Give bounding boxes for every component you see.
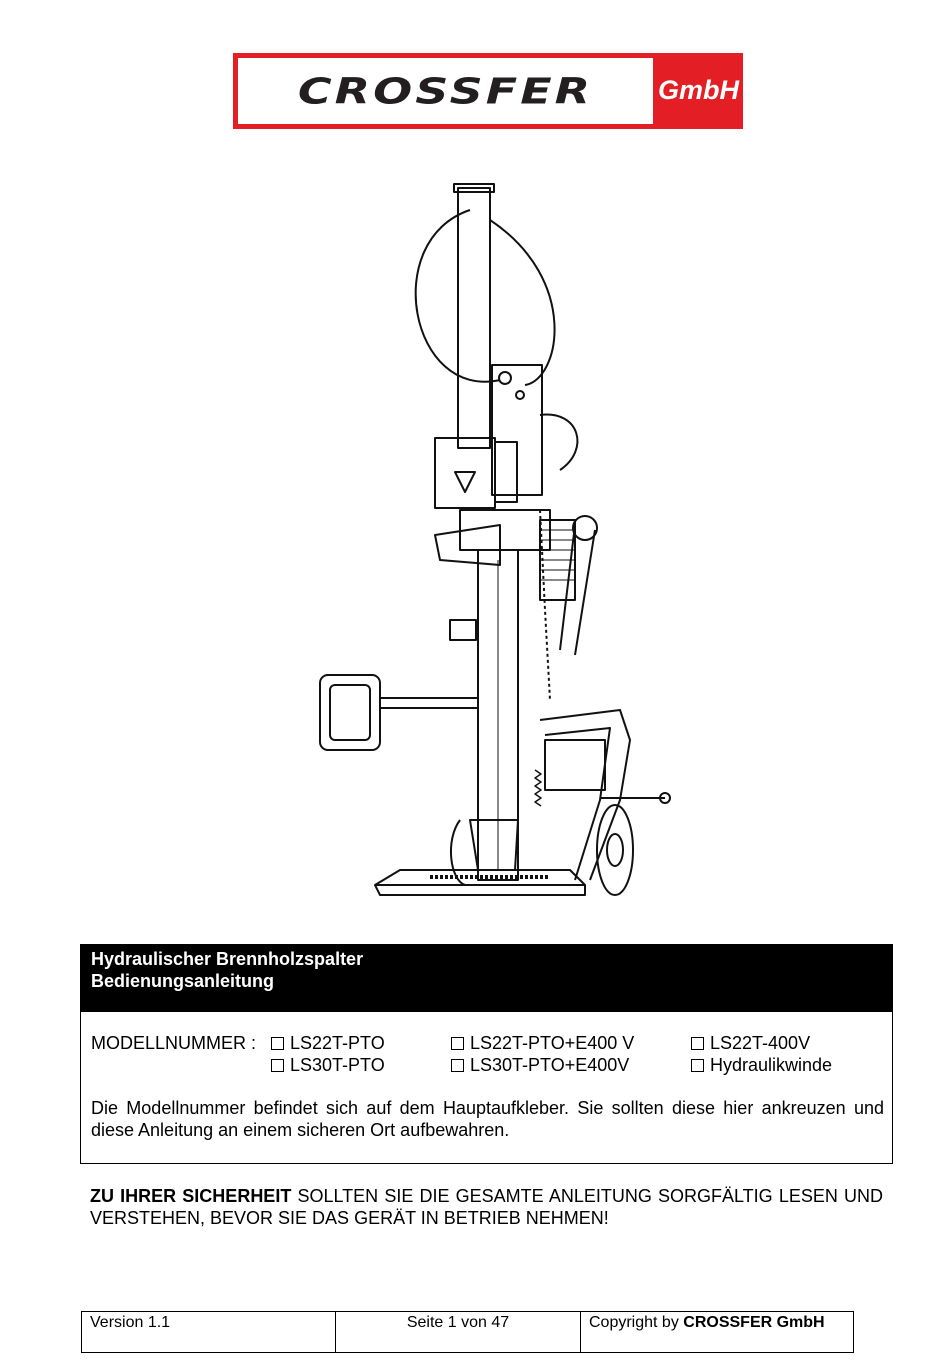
model-number-label: MODELLNUMMER : xyxy=(91,1033,257,1053)
model-option[interactable]: LS22T-PTO xyxy=(271,1032,385,1054)
checkbox[interactable] xyxy=(691,1059,704,1072)
model-option-label: LS30T-PTO+E400V xyxy=(470,1055,630,1075)
model-option-label: LS22T-PTO+E400 V xyxy=(470,1033,635,1053)
title-box: Hydraulischer Brennholzspalter Bedienung… xyxy=(80,944,893,1164)
model-option-label: LS22T-PTO xyxy=(290,1033,385,1053)
checkbox[interactable] xyxy=(271,1037,284,1050)
log-splitter-illustration xyxy=(319,183,671,896)
safety-text: SOLLTEN SIE DIE GESAMTE ANLEITUNG SORGFÄ… xyxy=(90,1186,884,1228)
checkbox[interactable] xyxy=(451,1059,464,1072)
version-label: Version 1.1 xyxy=(90,1314,171,1331)
copyright-owner: CROSSFER GmbH xyxy=(683,1314,825,1331)
safety-lead: ZU IHRER SICHERHEIT xyxy=(90,1186,292,1206)
checkbox[interactable] xyxy=(271,1059,284,1072)
document-type: Bedienungsanleitung xyxy=(91,971,275,991)
model-option[interactable]: LS22T-400V xyxy=(691,1032,810,1054)
model-option-label: LS30T-PTO xyxy=(290,1055,385,1075)
logo-name-panel: CROSSFER xyxy=(238,58,653,124)
model-option[interactable]: LS30T-PTO xyxy=(271,1054,385,1076)
copyright-prefix: Copyright by xyxy=(589,1314,684,1331)
model-number-note: Die Modellnummer befindet sich auf dem H… xyxy=(91,1098,884,1140)
title-bar: Hydraulischer Brennholzspalter Bedienung… xyxy=(81,945,892,1012)
safety-notice: ZU IHRER SICHERHEIT SOLLTEN SIE DIE GESA… xyxy=(90,1185,883,1229)
checkbox[interactable] xyxy=(691,1037,704,1050)
product-title: Hydraulischer Brennholzspalter xyxy=(91,949,364,969)
model-option[interactable]: Hydraulikwinde xyxy=(691,1054,832,1076)
page-number: Seite 1 von 47 xyxy=(335,1312,580,1352)
page-footer: Version 1.1 Seite 1 von 47 Copyright by … xyxy=(81,1311,854,1353)
model-option-label: Hydraulikwinde xyxy=(710,1055,833,1075)
checkbox[interactable] xyxy=(451,1037,464,1050)
model-option[interactable]: LS30T-PTO+E400V xyxy=(451,1054,629,1076)
copyright: Copyright by CROSSFER GmbH xyxy=(580,1312,853,1352)
company-logo: CROSSFER GmbH xyxy=(233,53,743,129)
model-option-label: LS22T-400V xyxy=(710,1033,811,1053)
logo-name: CROSSFER xyxy=(297,69,594,113)
model-option[interactable]: LS22T-PTO+E400 V xyxy=(451,1032,634,1054)
logo-suffix: GmbH xyxy=(658,75,739,105)
